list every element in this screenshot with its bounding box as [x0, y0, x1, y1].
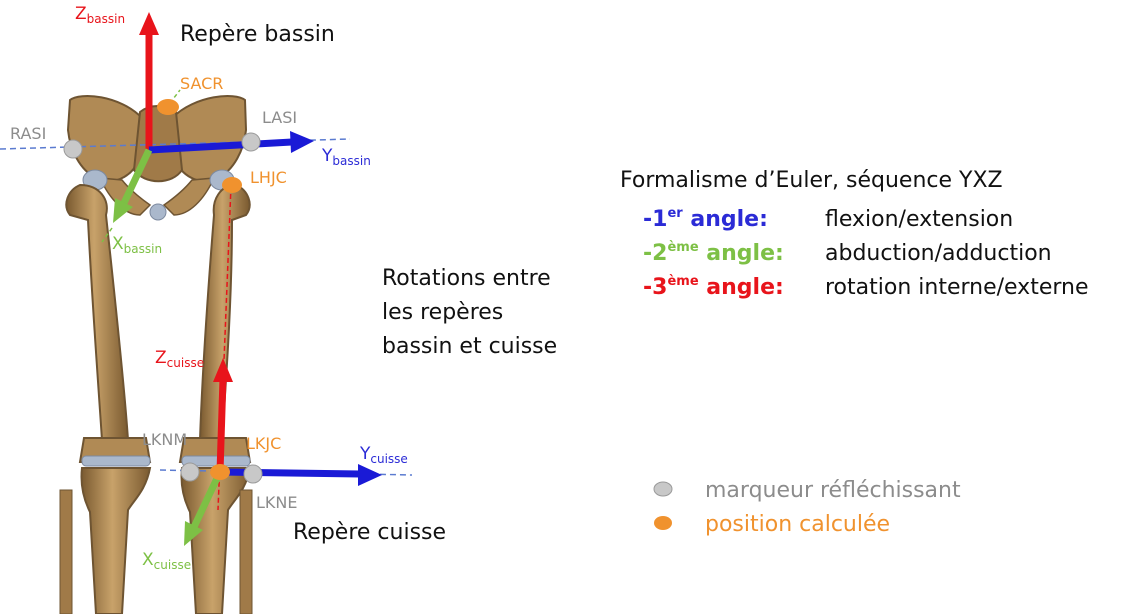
lkne-label: LKNE: [256, 493, 298, 512]
euler-angle-word: angle:: [698, 275, 784, 300]
z-cuisse-label: Zcuisse: [155, 348, 205, 370]
x-bassin-arrow: [113, 148, 153, 223]
euler-angle-key: -3ème angle:: [643, 274, 825, 300]
legend-grey-dot: [653, 481, 673, 497]
y-bassin-arrow: [148, 131, 314, 154]
rotations-line-3: bassin et cuisse: [382, 334, 558, 359]
tibia-bones: [59, 467, 253, 614]
euler-angle-word: angle:: [698, 241, 784, 266]
euler-angle-index: -2: [643, 241, 668, 266]
lkjc-label: LKJC: [246, 434, 282, 453]
legend-orange-dot: [654, 516, 672, 530]
lknm-marker: [180, 462, 200, 482]
lhjc-label: LHJC: [250, 168, 287, 187]
lkjc-marker: [210, 464, 230, 480]
pelvis-frame-title: Repère bassin: [180, 22, 335, 47]
pelvis-bone: [66, 95, 248, 221]
euler-angle-value: rotation interne/externe: [825, 275, 1089, 300]
lkne-marker: [243, 464, 263, 484]
euler-angle-index: -3: [643, 275, 668, 300]
sacr-label: SACR: [180, 74, 224, 93]
rasi-label: RASI: [10, 124, 47, 143]
rasi-marker: [63, 139, 83, 159]
euler-angle-row: -1er angle:flexion/extension: [643, 206, 1013, 232]
sacr-marker: [157, 99, 179, 115]
y-bassin-label: Ybassin: [322, 146, 371, 168]
euler-angle-ordinal: ème: [667, 274, 699, 289]
z-bassin-arrow: [139, 12, 159, 150]
x-cuisse-arrow: [184, 470, 224, 546]
rotations-line-2: les repères: [382, 300, 504, 325]
euler-angle-ordinal: er: [667, 206, 683, 221]
y-cuisse-label: Ycuisse: [360, 444, 408, 466]
x-bassin-dashed-line: [101, 227, 113, 243]
euler-angle-index: -1: [643, 207, 668, 232]
legend-computed-label: position calculée: [705, 512, 891, 537]
lasi-marker: [241, 132, 261, 152]
euler-angle-row: -2ème angle:abduction/adduction: [643, 240, 1052, 266]
femur-axis-dashed-line: [217, 185, 232, 511]
legend-reflective-label: marqueur réfléchissant: [705, 478, 961, 503]
euler-angle-key: -2ème angle:: [643, 240, 825, 266]
z-cuisse-arrow: [213, 358, 233, 473]
euler-angle-row: -3ème angle:rotation interne/externe: [643, 274, 1089, 300]
x-cuisse-label: Xcuisse: [142, 550, 192, 572]
euler-angle-value: abduction/adduction: [825, 241, 1052, 266]
rotations-line-1: Rotations entre: [382, 266, 551, 291]
euler-angle-word: angle:: [682, 207, 768, 232]
lhjc-marker: [222, 177, 242, 193]
x-bassin-label: Xbassin: [112, 234, 163, 256]
lknm-label: LKNM: [142, 430, 188, 449]
lasi-label: LASI: [262, 108, 298, 127]
thigh-frame-title: Repère cuisse: [293, 520, 447, 545]
y-cuisse-arrow: [219, 464, 382, 486]
euler-angle-key: -1er angle:: [643, 206, 825, 232]
z-bassin-label: Zbassin: [75, 4, 126, 26]
euler-heading: Formalisme d’Euler, séquence YXZ: [620, 168, 1003, 193]
euler-angle-ordinal: ème: [667, 240, 699, 255]
euler-angle-value: flexion/extension: [825, 207, 1014, 232]
knee-joints: [78, 437, 252, 467]
